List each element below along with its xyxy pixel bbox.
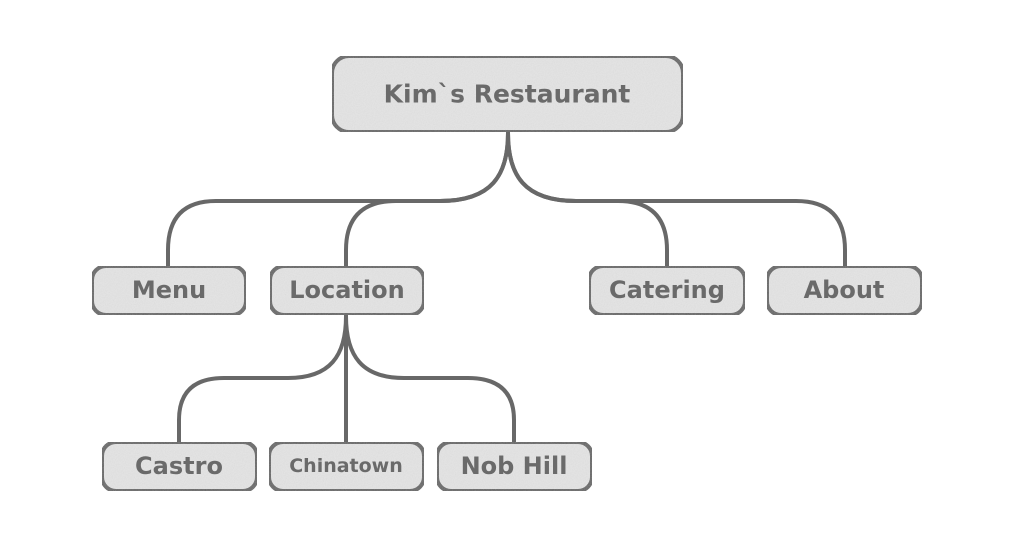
connector-root-about <box>506 131 847 268</box>
node-root-label: Kim`s Restaurant <box>384 80 631 109</box>
node-location: Location <box>268 264 426 317</box>
node-menu-label: Menu <box>132 276 206 304</box>
node-catering: Catering <box>587 264 747 317</box>
connector-root-location <box>344 131 510 268</box>
node-chinatown: Chinatown <box>267 440 426 493</box>
node-castro: Castro <box>100 440 259 493</box>
connector-location-castro <box>177 314 348 444</box>
node-about: About <box>765 264 924 317</box>
node-menu: Menu <box>90 264 248 317</box>
connectors <box>166 131 847 444</box>
node-catering-label: Catering <box>609 276 725 304</box>
node-nob-hill-label: Nob Hill <box>461 452 568 480</box>
node-location-label: Location <box>289 276 404 304</box>
node-root: Kim`s Restaurant <box>330 54 685 134</box>
node-nob-hill: Nob Hill <box>435 440 594 493</box>
node-castro-label: Castro <box>135 452 223 480</box>
connector-location-nob-hill <box>344 314 516 444</box>
node-about-label: About <box>804 276 885 304</box>
node-chinatown-label: Chinatown <box>289 455 403 477</box>
